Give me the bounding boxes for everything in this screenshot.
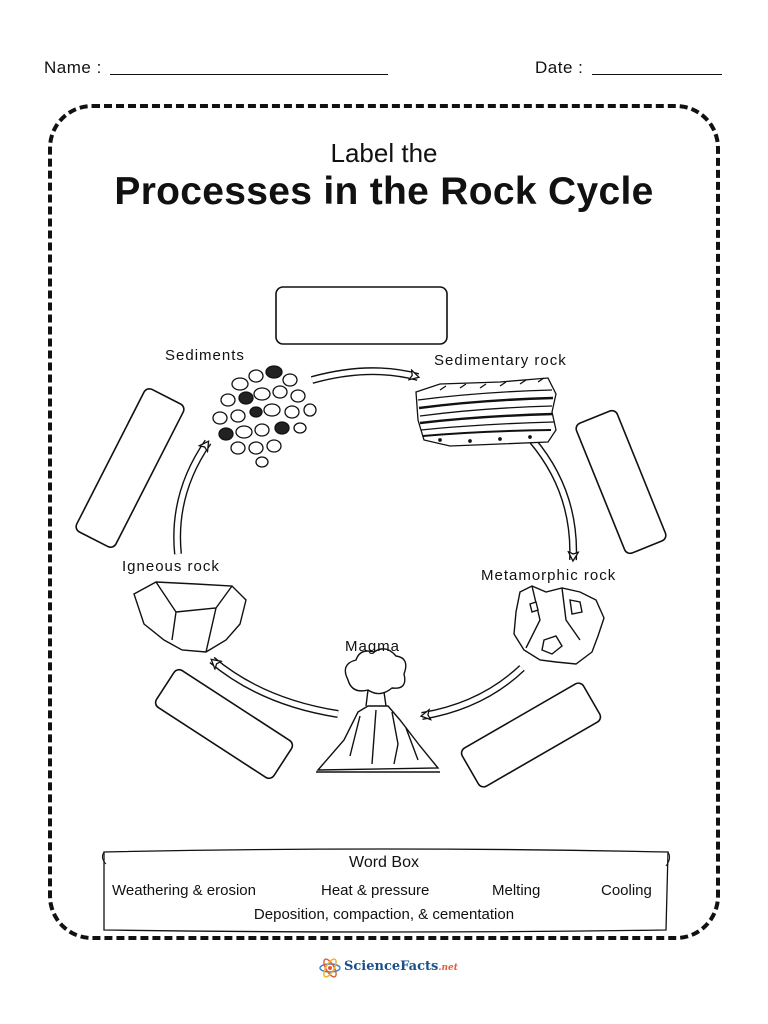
name-field[interactable] xyxy=(110,60,388,75)
word-heat-pressure: Heat & pressure xyxy=(321,882,430,899)
sedimentary-rock-illustration xyxy=(415,377,557,447)
logo-text: ScienceFacts.net xyxy=(344,959,458,974)
igneous-rock-illustration xyxy=(133,581,247,653)
word-deposition: Deposition, compaction, & cementation xyxy=(253,906,515,923)
arrow-igneous-to-sediments xyxy=(173,439,212,555)
arrow-sedimentary-to-metamorphic xyxy=(528,437,573,560)
word-box-outline xyxy=(103,848,669,933)
sediments-illustration xyxy=(212,365,317,468)
answer-box-bottom-left[interactable] xyxy=(153,667,294,780)
label-igneous-rock: Igneous rock xyxy=(122,558,220,575)
word-cooling: Cooling xyxy=(601,882,652,899)
atom-logo-icon xyxy=(319,958,341,978)
logo-main-text: ScienceFacts xyxy=(344,959,439,974)
date-field[interactable] xyxy=(592,60,722,75)
metamorphic-rock-illustration xyxy=(513,585,605,665)
label-sediments: Sediments xyxy=(165,347,245,364)
magma-volcano-illustration xyxy=(316,648,440,773)
answer-box-top[interactable] xyxy=(275,286,448,345)
answer-box-left[interactable] xyxy=(74,387,186,550)
arrow-magma-to-igneous xyxy=(209,656,339,718)
sciencefacts-logo: ScienceFacts.net xyxy=(318,955,458,981)
worksheet-frame xyxy=(48,104,720,940)
date-label: Date : xyxy=(535,58,584,77)
arrow-metamorphic-to-magma xyxy=(422,665,525,716)
label-sedimentary-rock: Sedimentary rock xyxy=(434,352,567,369)
label-metamorphic-rock: Metamorphic rock xyxy=(481,567,617,584)
word-box-title: Word Box xyxy=(349,854,419,871)
label-magma: Magma xyxy=(345,638,401,655)
worksheet-title: Processes in the Rock Cycle xyxy=(114,170,654,213)
answer-box-bottom-right[interactable] xyxy=(459,681,602,789)
arrow-sediments-to-sedimentary xyxy=(310,367,418,384)
logo-suffix: .net xyxy=(438,963,458,973)
name-label: Name : xyxy=(44,58,102,77)
word-weathering: Weathering & erosion xyxy=(112,882,256,899)
answer-box-right[interactable] xyxy=(574,409,667,555)
worksheet-subtitle: Label the xyxy=(330,138,438,168)
word-melting: Melting xyxy=(492,882,541,899)
